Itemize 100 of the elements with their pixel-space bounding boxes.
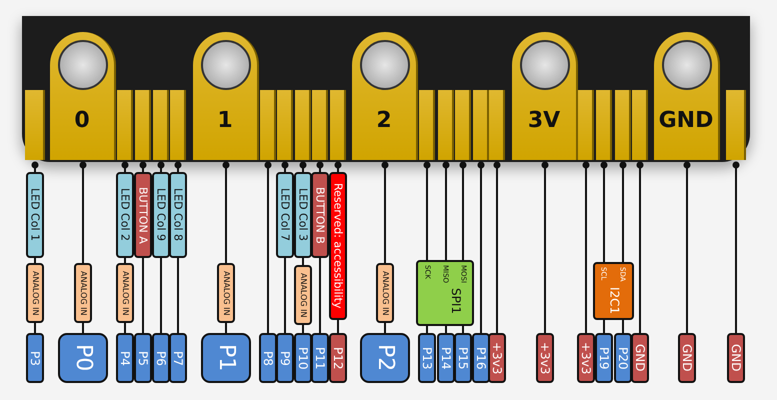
- connector-line: [684, 162, 690, 333]
- led-column-label: LED Col 7: [276, 172, 294, 258]
- connector-line: [142, 258, 144, 333]
- connector-line: [478, 162, 484, 333]
- connector-line: [284, 258, 286, 333]
- analog-input-label: ANALOG IN: [294, 265, 312, 325]
- pin-label: GND: [727, 333, 745, 383]
- analog-input-label: ANALOG IN: [116, 263, 134, 323]
- connector-line: [600, 162, 608, 262]
- pin-label: P10: [294, 333, 312, 383]
- pin-label: P16: [472, 333, 490, 383]
- pin-label: GND: [678, 333, 696, 383]
- connector-line: [302, 325, 304, 333]
- connector-line: [334, 162, 342, 172]
- connector-line: [122, 162, 128, 172]
- connector-strip: [615, 90, 631, 160]
- pad-label: 3V: [526, 108, 562, 133]
- connector-strip: [277, 90, 293, 160]
- connector-line: [124, 258, 126, 263]
- connector-line: [445, 326, 447, 333]
- pin-label: P8: [259, 333, 277, 383]
- pin-label: P20: [614, 333, 632, 383]
- connector-strip: [117, 90, 133, 160]
- connector-strip: [489, 90, 505, 160]
- connector-line: [622, 320, 624, 333]
- pin-label: P0: [58, 333, 108, 383]
- pad-label: GND: [658, 108, 714, 133]
- connector-line: [264, 162, 272, 333]
- connector-line: [462, 326, 464, 333]
- led-column-label: LED Col 1: [26, 172, 44, 258]
- connector-line: [282, 162, 288, 172]
- led-column-label: LED Col 8: [169, 172, 187, 258]
- connector-line: [177, 258, 179, 333]
- pin-label: P15: [454, 333, 472, 383]
- connector-line: [160, 258, 162, 333]
- connector-strip: [632, 90, 648, 160]
- pin-label: P19: [595, 333, 613, 383]
- reserved-label: Reserved: accessibility: [329, 172, 347, 320]
- led-column-label: LED Col 2: [116, 172, 134, 258]
- connector-line: [300, 162, 306, 172]
- connector-pad: [352, 32, 418, 160]
- connector-line: [222, 162, 230, 263]
- pin-label: +3v3: [577, 333, 595, 383]
- pin-label: P11: [311, 333, 329, 383]
- pin-label: +3v3: [536, 333, 554, 383]
- connector-line: [582, 162, 590, 333]
- connector-strip: [312, 90, 328, 160]
- pin-label: P14: [437, 333, 455, 383]
- connector-strip: [170, 90, 186, 160]
- connector-line: [542, 162, 548, 333]
- connector-strip: [578, 90, 594, 160]
- connector-line: [337, 320, 339, 333]
- connector-strip: [473, 90, 489, 160]
- connector-line: [384, 323, 386, 333]
- pin-label: P4: [116, 333, 134, 383]
- connector-line: [424, 162, 430, 260]
- connector-line: [34, 323, 36, 333]
- connector-line: [382, 162, 388, 263]
- connector-line: [302, 258, 304, 265]
- connector-line: [225, 323, 227, 333]
- led-column-label: LED Col 9: [152, 172, 170, 258]
- connector-strip: [25, 90, 45, 160]
- pin-label: P12: [329, 333, 347, 383]
- connector-line: [636, 162, 644, 333]
- pad-label: 1: [216, 108, 234, 133]
- connector-line: [34, 258, 36, 263]
- connector-line: [32, 162, 38, 172]
- connector-line: [316, 162, 324, 172]
- pin-label: P5: [134, 333, 152, 383]
- connector-line: [319, 258, 321, 333]
- pin-label: P6: [152, 333, 170, 383]
- pad-label: 2: [375, 108, 393, 133]
- connector-strip: [153, 90, 169, 160]
- analog-input-label: ANALOG IN: [376, 263, 394, 323]
- connector-line: [442, 162, 450, 260]
- connector-strip: [438, 90, 454, 160]
- pin-label: +3v3: [488, 333, 506, 383]
- connector-strip: [260, 90, 276, 160]
- bus-label: SPI1: [449, 288, 463, 314]
- pin-label: P7: [169, 333, 187, 383]
- connector-strip: [135, 90, 151, 160]
- pin-label: GND: [631, 333, 649, 383]
- connector-line: [158, 162, 164, 172]
- connector-strip: [596, 90, 612, 160]
- bus-label: I2C1: [608, 287, 622, 314]
- button-label: BUTTON B: [311, 172, 329, 258]
- analog-input-label: ANALOG IN: [217, 263, 235, 323]
- connector-line: [124, 323, 126, 333]
- spi-bus-box: [416, 260, 474, 326]
- connector-pad: [193, 32, 259, 160]
- connector-line: [82, 323, 84, 333]
- connector-line: [140, 162, 146, 172]
- analog-input-label: ANALOG IN: [74, 263, 92, 323]
- pad-label: 0: [73, 108, 91, 133]
- button-label: BUTTON A: [134, 172, 152, 258]
- connector-line: [174, 162, 182, 172]
- connector-line: [460, 162, 466, 260]
- connector-line: [603, 320, 605, 333]
- pin-label: P1: [201, 333, 251, 383]
- connector-line: [80, 162, 86, 263]
